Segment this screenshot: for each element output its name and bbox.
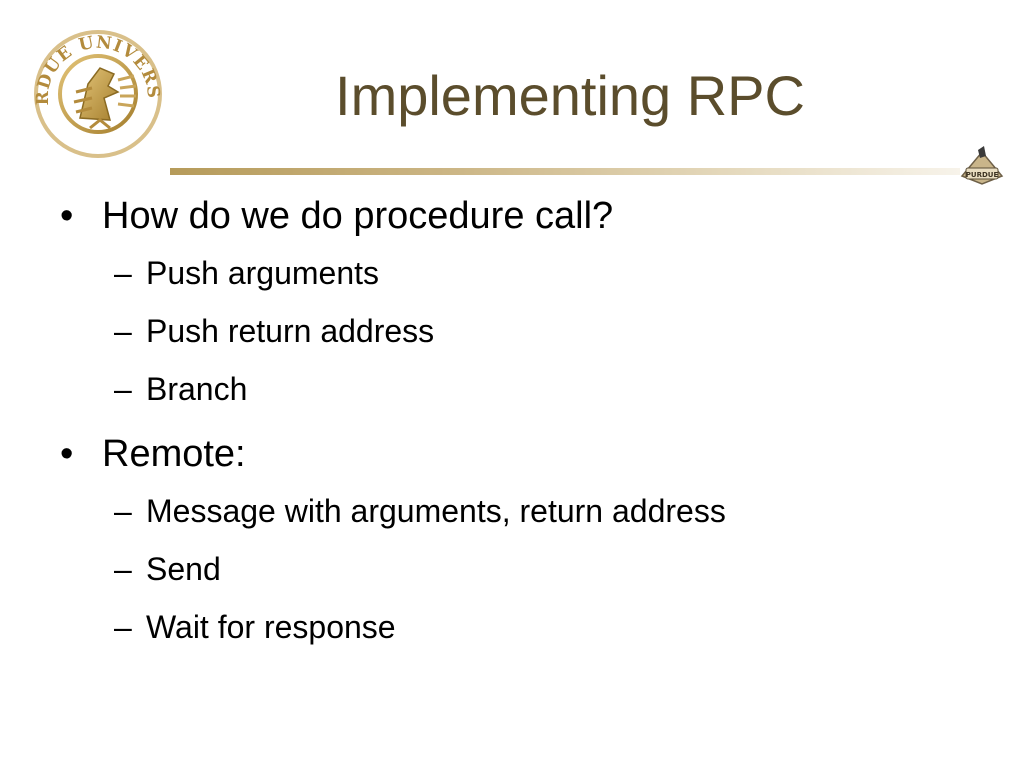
purdue-seal-logo: PURDUE UNIVERSITY [30,28,162,158]
sub-item: – Send [60,540,1000,598]
bullet-marker: • [60,433,74,475]
slide-body: • How do we do procedure call? – Push ar… [60,188,1000,664]
sub-marker: – [114,371,132,407]
sub-marker: – [114,609,132,645]
sub-item-text: Branch [146,371,248,407]
bullet-item: • How do we do procedure call? [60,188,1000,244]
title-divider [170,168,960,175]
sub-list: – Message with arguments, return address… [60,482,1000,656]
sub-item-text: Send [146,551,221,587]
sub-marker: – [114,551,132,587]
slide-title: Implementing RPC [335,64,805,127]
svg-text:PURDUE: PURDUE [966,171,999,179]
sub-marker: – [114,493,132,529]
sub-item-text: Push return address [146,313,435,349]
sub-item: – Wait for response [60,598,1000,656]
purdue-corner-logo: PURDUE [960,146,1004,185]
sub-item-text: Wait for response [146,609,396,645]
sub-item: – Message with arguments, return address [60,482,1000,540]
sub-marker: – [114,255,132,291]
bullet-item: • Remote: [60,426,1000,482]
sub-item: – Branch [60,360,1000,418]
bullet-text: How do we do procedure call? [102,195,614,237]
sub-list: – Push arguments – Push return address –… [60,244,1000,418]
bullet-text: Remote: [102,433,246,475]
bullet-marker: • [60,195,74,237]
sub-item-text: Push arguments [146,255,380,291]
sub-item-text: Message with arguments, return address [146,493,726,529]
sub-item: – Push return address [60,302,1000,360]
sub-item: – Push arguments [60,244,1000,302]
sub-marker: – [114,313,132,349]
